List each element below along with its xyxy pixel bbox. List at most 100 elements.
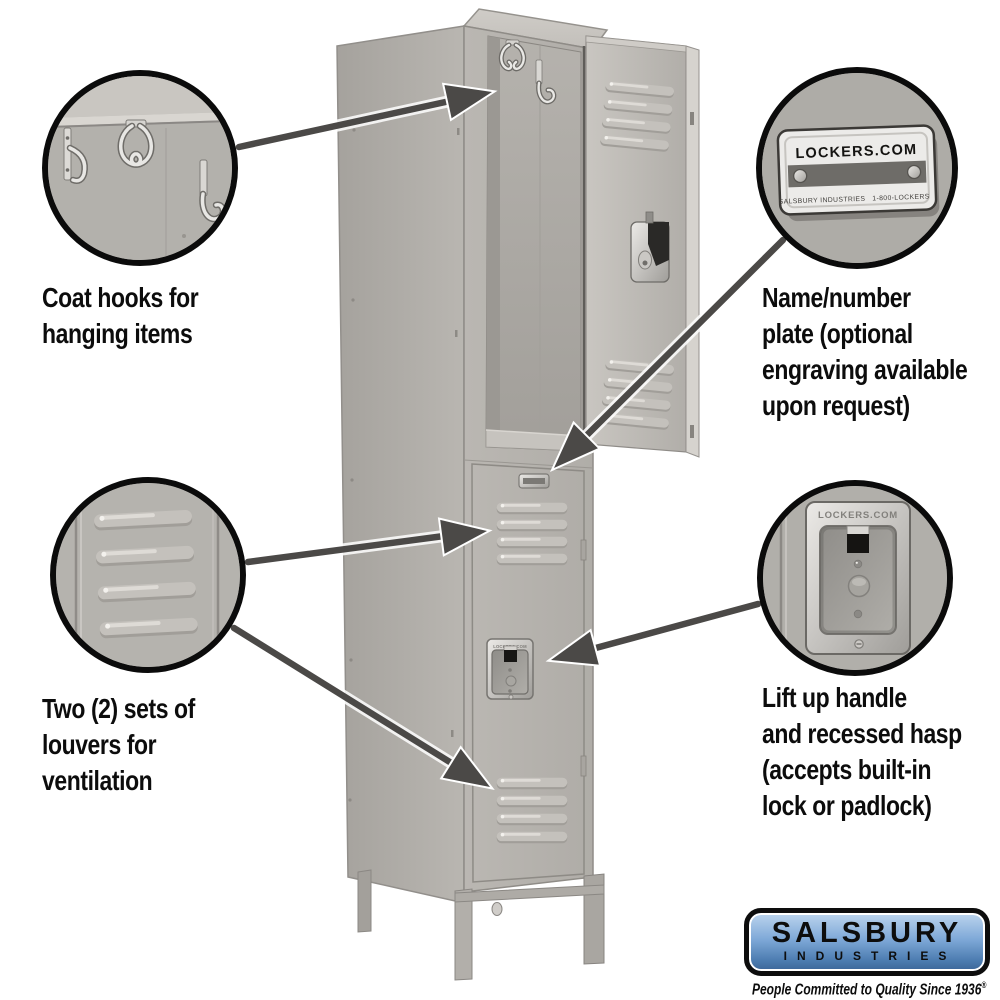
handle-button: [505, 675, 517, 687]
door-hinge: [580, 755, 587, 777]
handle-latch: [504, 650, 517, 662]
locker-legs: [357, 869, 605, 981]
plate-title-text: LOCKERS.COM: [795, 142, 917, 162]
callout-circle-name-plate: LOCKERS.COM SALSBURY INDUSTRIES 1-800-LO…: [756, 67, 958, 269]
door-edge-slot: [690, 112, 694, 125]
arrow-shaft: [235, 97, 454, 151]
rivet: [350, 478, 354, 482]
door-hinge: [580, 539, 587, 561]
latch-teardrop-hole: [642, 260, 648, 266]
handle-detail: LOCKERS.COM: [763, 486, 947, 670]
logo-tagline: People Committed to Quality Since 1936®: [752, 980, 986, 999]
frame-slot: [457, 128, 460, 135]
front-left-leg: [454, 888, 473, 981]
wall-hook-left: [63, 127, 88, 184]
salsbury-logo-panel: SALSBURY INDUSTRIES: [744, 908, 990, 976]
rivet: [348, 798, 352, 802]
handle-dimple: [853, 559, 863, 569]
locker: LOCKERS.COM: [336, 8, 700, 981]
label-line: Name/number: [762, 282, 911, 313]
louver: [496, 831, 568, 844]
front-right-leg: [583, 873, 605, 965]
frame-slot: [451, 730, 454, 737]
coat-hooks: [498, 39, 557, 105]
number-plate: [518, 473, 550, 489]
door-edge-slot: [690, 425, 694, 438]
hook-bracket: [199, 159, 208, 197]
latch-opening: [847, 534, 869, 553]
arrow-head: [441, 82, 498, 122]
tier-divider-seam: [463, 459, 594, 469]
leveling-foot: [491, 902, 503, 916]
label-handle: Lift up handle and recessed hasp (accept…: [762, 680, 962, 824]
shelf-edge-highlight: [485, 429, 582, 437]
label-line: Lift up handle: [762, 682, 907, 713]
interior-left-jamb: [486, 36, 500, 447]
arrow-head: [545, 628, 602, 667]
handle-dimple: [853, 609, 863, 619]
arrow-head: [437, 517, 493, 557]
plate-bevel: [784, 131, 930, 209]
louver: [496, 536, 568, 549]
interior-top-lip: [48, 112, 232, 126]
handle-button: [847, 574, 871, 598]
label-line: hanging items: [42, 318, 193, 349]
rivet: [349, 658, 353, 662]
latch-teardrop: [638, 250, 652, 270]
salsbury-logo: SALSBURY INDUSTRIES People Committed to …: [744, 908, 990, 999]
louver: [496, 553, 568, 566]
open-door-edge-flange: [685, 45, 700, 458]
hook-bracket: [63, 127, 72, 181]
label-line: ventilation: [42, 765, 153, 796]
label-name-plate: Name/number plate (optional engraving av…: [762, 280, 968, 424]
latch-slider-tab: [846, 525, 870, 536]
callout-circle-handle: LOCKERS.COM: [757, 480, 953, 676]
handle-dimple: [508, 668, 512, 672]
label-line: and recessed hasp: [762, 718, 962, 749]
arrow-name-plate: [549, 234, 789, 472]
interior-opening: [485, 35, 582, 452]
arrow-shaft: [580, 236, 787, 442]
double-prong-hook: [117, 119, 155, 168]
louver: [496, 502, 568, 515]
arrow-shaft: [588, 600, 762, 653]
interior-hole: [182, 234, 186, 238]
callout-circle-coat-hooks: [42, 70, 238, 266]
handle-screw: [508, 694, 514, 700]
rivet: [351, 298, 355, 302]
latch-stem: [645, 211, 654, 224]
arrow-head: [549, 420, 602, 472]
handle-dimple: [508, 689, 512, 693]
j-hook-bracket: [535, 59, 543, 85]
logo-division-text: INDUSTRIES: [783, 949, 957, 963]
plate-footer-right-text: 1-800-LOCKERS: [872, 193, 930, 202]
callout-arrows: [228, 82, 789, 790]
logo-tagline-text: People Committed to Quality Since 1936: [752, 981, 982, 999]
open-top-door: [585, 35, 700, 458]
rear-left-leg: [357, 869, 372, 933]
handle-embossed-text: LOCKERS.COM: [818, 510, 898, 521]
hook-screw: [65, 136, 70, 140]
number-plate-band: [523, 478, 545, 484]
louver: [496, 519, 568, 532]
double-hook-chrome: [500, 43, 525, 70]
frame-slot: [455, 330, 458, 337]
label-line: louvers for: [42, 729, 157, 760]
leg-brace: [454, 884, 605, 903]
arrow-upper-louvers: [242, 517, 493, 568]
latch-dark-recess: [648, 222, 669, 266]
top-tier-interior: [485, 35, 582, 452]
plate-dark-band: [787, 160, 927, 188]
button-highlight: [852, 578, 866, 586]
plate-screw: [793, 168, 808, 184]
label-coat-hooks: Coat hooks for hanging items: [42, 280, 199, 352]
louver: [496, 777, 568, 790]
callout-circle-louvers: [50, 477, 246, 673]
label-line: engraving available: [762, 354, 968, 385]
name-plate-graphic: LOCKERS.COM SALSBURY INDUSTRIES 1-800-LO…: [776, 124, 940, 222]
handle-graphic: LOCKERS.COM: [805, 501, 911, 655]
arrow-coat-hooks: [233, 82, 498, 153]
logo-brand-text: SALSBURY: [771, 917, 963, 949]
